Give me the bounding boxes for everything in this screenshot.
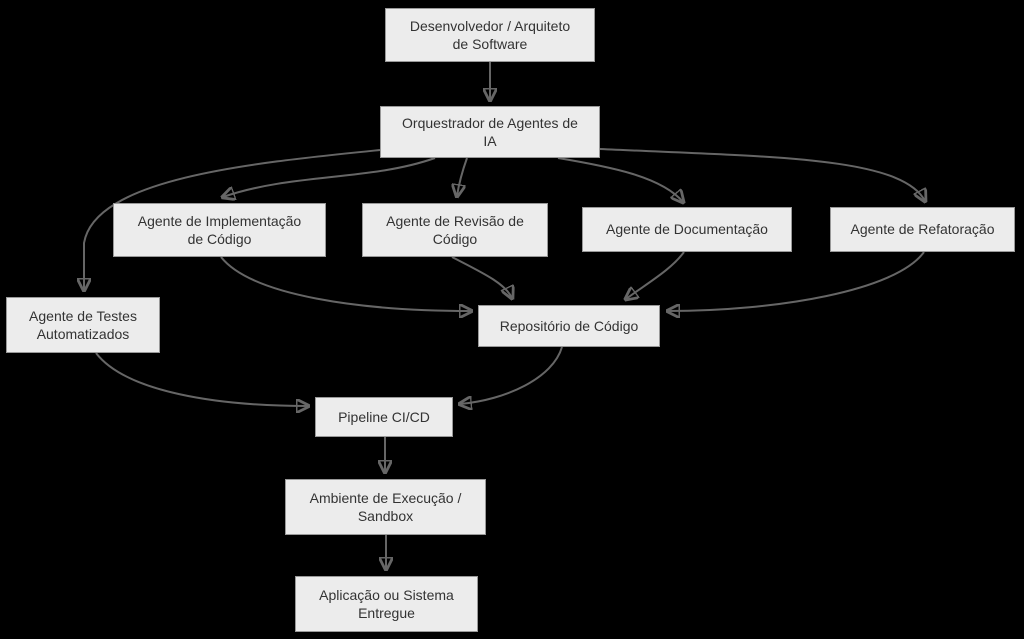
node-agente-revisao-codigo: Agente de Revisão de Código [362, 203, 548, 257]
node-agente-testes-automatizados: Agente de Testes Automatizados [6, 297, 160, 353]
node-label: Agente de Implementação de Código [137, 212, 302, 247]
node-desenvolvedor-arquiteto: Desenvolvedor / Arquiteto de Software [385, 8, 595, 62]
edge-orq-refat [599, 148, 925, 201]
node-label: Agente de Refatoração [850, 221, 995, 238]
edge-orq-doc [557, 157, 683, 202]
edge-impl-repo [220, 256, 471, 311]
node-label: Agente de Revisão de Código [386, 212, 524, 247]
node-label: Repositório de Código [499, 317, 639, 334]
node-pipeline-cicd: Pipeline CI/CD [315, 397, 453, 437]
node-label: Pipeline CI/CD [338, 408, 430, 425]
edge-rev-repo [451, 256, 512, 298]
node-agente-refatoracao: Agente de Refatoração [830, 207, 1015, 252]
edge-refat-repo [668, 251, 925, 311]
node-label: Desenvolvedor / Arquiteto de Software [409, 17, 571, 52]
edge-orq-rev [457, 157, 468, 196]
node-repositorio-codigo: Repositório de Código [478, 305, 660, 347]
node-label: Orquestrador de Agentes de IA [402, 114, 578, 149]
node-label: Agente de Testes Automatizados [29, 307, 137, 342]
node-ambiente-execucao-sandbox: Ambiente de Execução / Sandbox [285, 479, 486, 535]
edge-testes-pipeline [95, 352, 308, 406]
edge-repo-pipeline [460, 346, 563, 404]
node-aplicacao-sistema-entregue: Aplicação ou Sistema Entregue [295, 576, 478, 632]
node-orquestrador-agentes-ia: Orquestrador de Agentes de IA [380, 106, 600, 158]
node-agente-documentacao: Agente de Documentação [582, 207, 792, 252]
node-label: Ambiente de Execução / Sandbox [309, 489, 462, 524]
node-label: Aplicação ou Sistema Entregue [319, 586, 454, 621]
node-label: Agente de Documentação [606, 221, 768, 238]
edge-doc-repo [626, 251, 685, 299]
edge-orq-testes [84, 149, 381, 290]
edge-orq-impl [223, 157, 436, 197]
node-agente-implementacao-codigo: Agente de Implementação de Código [113, 203, 326, 257]
